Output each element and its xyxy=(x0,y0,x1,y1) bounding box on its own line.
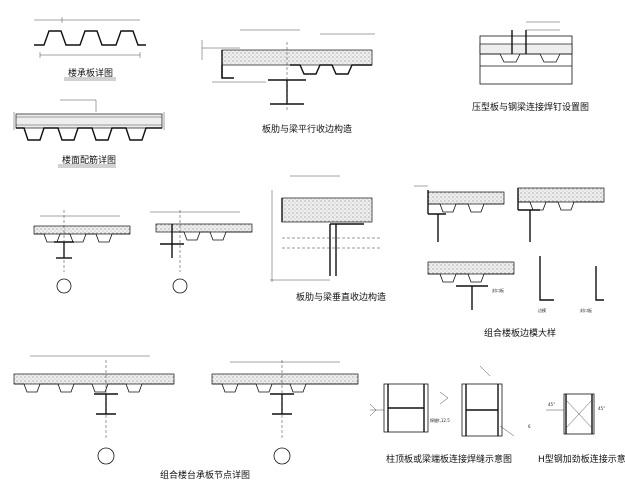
composite-support-node-detail: 组合楼台承板节点详图 xyxy=(13,355,359,481)
caption-rib-perpendicular: 板肋与梁垂直收边构造 xyxy=(296,291,386,303)
caption-floor-rebar: 楼面配筋详图 xyxy=(62,154,116,166)
rib-parallel-edge-detail: 板肋与梁平行收边构造 xyxy=(201,29,375,135)
gap-label: 6 xyxy=(528,424,531,429)
deck-profile-detail: 楼承板详图 xyxy=(34,17,146,81)
edge-mold-detail: 封口板 边模 封口板 组合楼板边模大样 xyxy=(414,185,605,339)
end-plate-weld-detail: 焊缝t,12.5 柱顶板或梁端板连接焊缝示意图 xyxy=(369,365,515,465)
closure-plate-label: 封口板 xyxy=(492,287,504,293)
stud-layout-detail: 压型板与钢梁连接焊钉设置图 xyxy=(472,21,589,113)
caption-deck-profile: 楼承板详图 xyxy=(68,67,113,79)
caption-stud-layout: 压型板与钢梁连接焊钉设置图 xyxy=(472,101,589,113)
support-node-a xyxy=(33,210,131,294)
caption-end-plate-weld: 柱顶板或梁端板连接焊缝示意图 xyxy=(386,453,512,465)
caption-edge-mold: 组合楼板边模大样 xyxy=(484,327,556,339)
angle-right-label: 45° xyxy=(598,406,605,411)
angle-left-label: 45° xyxy=(548,402,555,407)
rib-perpendicular-edge-detail: 板肋与梁垂直收边构造 xyxy=(270,175,386,303)
floor-rebar-detail: 楼面配筋详图 xyxy=(13,99,165,168)
h-steel-stiffener-detail: 45° 45° 6 H型钢加劲板连接示意图 xyxy=(528,393,625,465)
caption-rib-parallel: 板肋与梁平行收边构造 xyxy=(262,123,352,135)
support-node-b xyxy=(150,210,253,294)
caption-h-steel-stiffener: H型钢加劲板连接示意图 xyxy=(538,453,625,465)
caption-composite-support: 组合楼台承板节点详图 xyxy=(160,469,250,481)
closure-plate-label-2: 封口板 xyxy=(580,307,592,313)
edge-mold-label: 边模 xyxy=(538,307,546,313)
weld-height-label: 焊缝t,12.5 xyxy=(430,417,450,423)
